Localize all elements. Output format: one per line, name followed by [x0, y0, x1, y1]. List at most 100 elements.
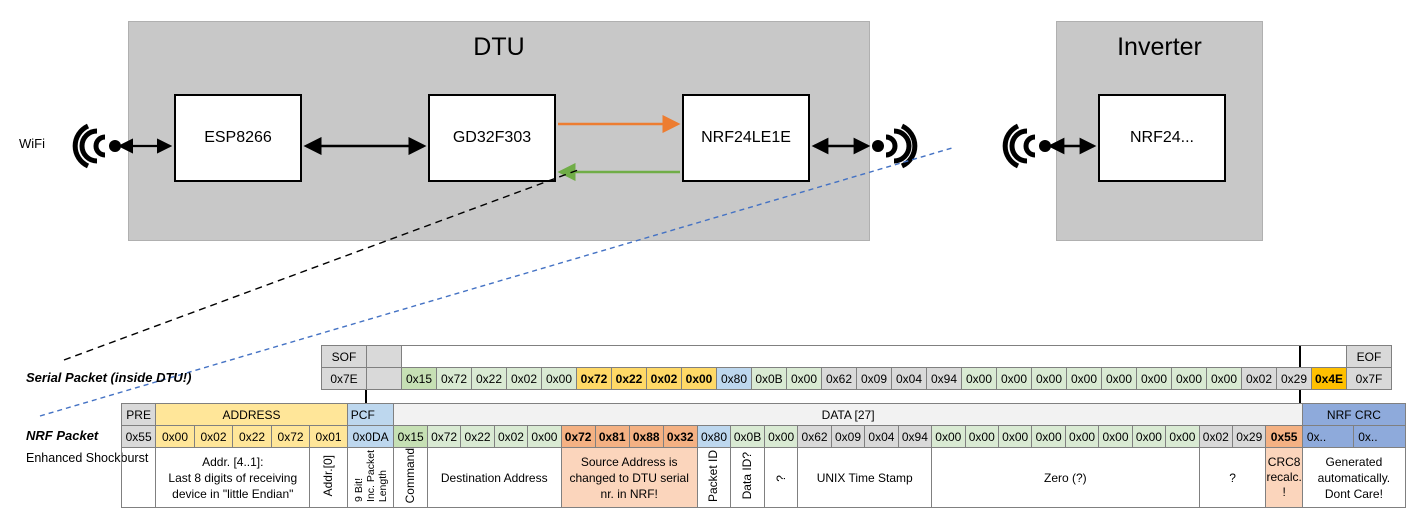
serial-byte-cell: 0x02 [1241, 367, 1277, 390]
nrf-crc-byte: 0x.. [1353, 425, 1406, 448]
nrf-value-row: 0x55 0x00 0x02 0x22 0x72 0x01 0x0DA 0x15… [120, 425, 1406, 448]
desc-zero: Zero (?) [931, 446, 1200, 509]
chip-nrf24le1e: NRF24LE1E [682, 94, 810, 182]
nrf-byte-cell: 0x02 [493, 425, 529, 448]
chip-gd32f303: GD32F303 [428, 94, 556, 182]
nrf-byte-cell: 0x00 [1131, 425, 1167, 448]
desc-nrf-crc: Generated automatically. Dont Care! [1301, 446, 1406, 509]
serial-header-gap [401, 345, 1347, 368]
nrf-packet-table: PRE ADDRESS PCF DATA [27] NRF CRC 0x55 0… [120, 403, 1406, 509]
desc-unix: UNIX Time Stamp [797, 446, 933, 509]
serial-byte-cell: 0x72 [576, 367, 612, 390]
desc-destination: Destination Address [426, 446, 562, 509]
serial-byte-cell: 0x00 [1206, 367, 1242, 390]
nrf-byte-cell: 0x81 [594, 425, 630, 448]
nrf-byte-cell: 0x72 [426, 425, 462, 448]
serial-byte-cell: 0x02 [646, 367, 682, 390]
desc-addr0: Addr.[0] [309, 446, 348, 509]
serial-byte-cell: 0x00 [541, 367, 577, 390]
serial-byte-cell: 0x72 [436, 367, 472, 390]
pcf-header: PCF [346, 403, 395, 426]
nrf-byte-cell: 0x32 [662, 425, 698, 448]
pre-header: PRE [120, 403, 157, 426]
nrf-byte-cell: 0x00 [1064, 425, 1100, 448]
chip-esp8266: ESP8266 [174, 94, 302, 182]
desc-pcf-l3: Length [376, 469, 389, 502]
serial-byte-cell: 0x00 [1101, 367, 1137, 390]
desc-address-l1: Addr. [4..1]: [202, 454, 264, 469]
address-byte: 0x72 [270, 425, 311, 448]
nrf-byte-cell: 0x80 [696, 425, 732, 448]
eof-header: EOF [1346, 345, 1392, 368]
serial-byte-cell: 0x29 [1276, 367, 1312, 390]
serial-byte-cell: 0x02 [506, 367, 542, 390]
serial-byte-cell: 0x15 [401, 367, 437, 390]
desc-source-l3: nr. in NRF! [600, 486, 658, 501]
sof-header-pad [366, 345, 402, 368]
sof-header: SOF [321, 345, 367, 368]
nrf-byte-cell: 0x00 [1031, 425, 1066, 448]
desc-packet-id-label: Packet ID [706, 449, 721, 502]
nrf-byte-cell: 0x55 [1265, 425, 1303, 448]
desc-pcf-l2: Inc. Packet [364, 449, 377, 502]
nrf-byte-cell: 0x15 [393, 425, 428, 448]
address-byte: 0x01 [309, 425, 348, 448]
nrf-byte-cell: 0x00 [763, 425, 799, 448]
packet-tables: Serial Packet (inside DTU!) NRF Packet E… [0, 330, 1406, 523]
dtu-title: DTU [473, 33, 525, 61]
nrf-byte-cell: 0x00 [997, 425, 1033, 448]
nrf-byte-cell: 0x72 [560, 425, 596, 448]
serial-byte-cell: 0x09 [856, 367, 892, 390]
nrf-byte-cell: 0x00 [1165, 425, 1200, 448]
nrf-byte-cell: 0x62 [797, 425, 832, 448]
desc-address-l3: device in "little Endian" [172, 486, 294, 501]
serial-byte-cell: 0x00 [961, 367, 997, 390]
desc-question: ? [1198, 446, 1267, 509]
chip-nrf24: NRF24... [1098, 94, 1226, 182]
address-byte: 0x02 [193, 425, 234, 448]
serial-byte-cell: 0x22 [471, 367, 507, 390]
desc-source: Source Address is changed to DTU serial … [560, 446, 698, 509]
serial-byte-cell: 0x22 [611, 367, 647, 390]
serial-byte-cell: 0x00 [1066, 367, 1102, 390]
serial-byte-cell: 0x00 [996, 367, 1032, 390]
nrf-byte-cell: 0x94 [897, 425, 933, 448]
desc-source-l1: Source Address is [580, 454, 678, 469]
desc-nrf-crc-l3: Dont Care! [1324, 486, 1383, 501]
desc-pcf-l1: 9 Bit! [352, 477, 365, 502]
address-byte: 0x22 [232, 425, 272, 448]
serial-byte-cell: 0x00 [1136, 367, 1172, 390]
serial-byte-cell: 0x62 [821, 367, 857, 390]
desc-spacer [120, 446, 157, 509]
desc-nrf-crc-l1: Generated [1325, 454, 1383, 469]
desc-address: Addr. [4..1]: Last 8 digits of receiving… [155, 446, 311, 509]
desc-crc8-l1: CRC8 [1267, 455, 1301, 470]
desc-crc8: CRC8 recalc. ! [1265, 446, 1303, 509]
address-header: ADDRESS [155, 403, 348, 426]
desc-nrf-crc-l2: automatically. [1317, 470, 1391, 485]
sof-value-pad [366, 367, 402, 390]
serial-byte-cell: 0x00 [681, 367, 717, 390]
desc-crc8-l3: ! [1282, 485, 1286, 500]
serial-byte-cell: 0x4E [1311, 367, 1347, 390]
desc-source-l2: changed to DTU serial [569, 470, 689, 485]
nrf-packet-sublabel: Enhanced Shockburst [26, 451, 149, 465]
block-diagram: DTU ESP8266 GD32F303 NRF24LE1E Inverter … [0, 0, 1406, 260]
serial-header-row: SOF EOF [321, 345, 1392, 368]
desc-address-l2: Last 8 digits of receiving [168, 470, 298, 485]
nrf-byte-cell: 0x00 [931, 425, 966, 448]
sof-value: 0x7E [321, 367, 367, 390]
desc-packet-id: Packet ID [696, 446, 732, 509]
wifi-label: WiFi [19, 136, 45, 151]
desc-pcf: 9 Bit!Inc. PacketLength [346, 446, 395, 509]
nrf-crc-header: NRF CRC [1301, 403, 1406, 426]
desc-data-id-label: Data ID? [740, 452, 755, 500]
inverter-title: Inverter [1117, 33, 1202, 61]
nrf-byte-cell: 0x00 [527, 425, 562, 448]
nrf-byte-cell: 0x02 [1198, 425, 1234, 448]
desc-addr0-label: Addr.[0] [321, 454, 336, 497]
pre-value: 0x55 [120, 425, 157, 448]
desc-data-id: Data ID? [730, 446, 765, 509]
